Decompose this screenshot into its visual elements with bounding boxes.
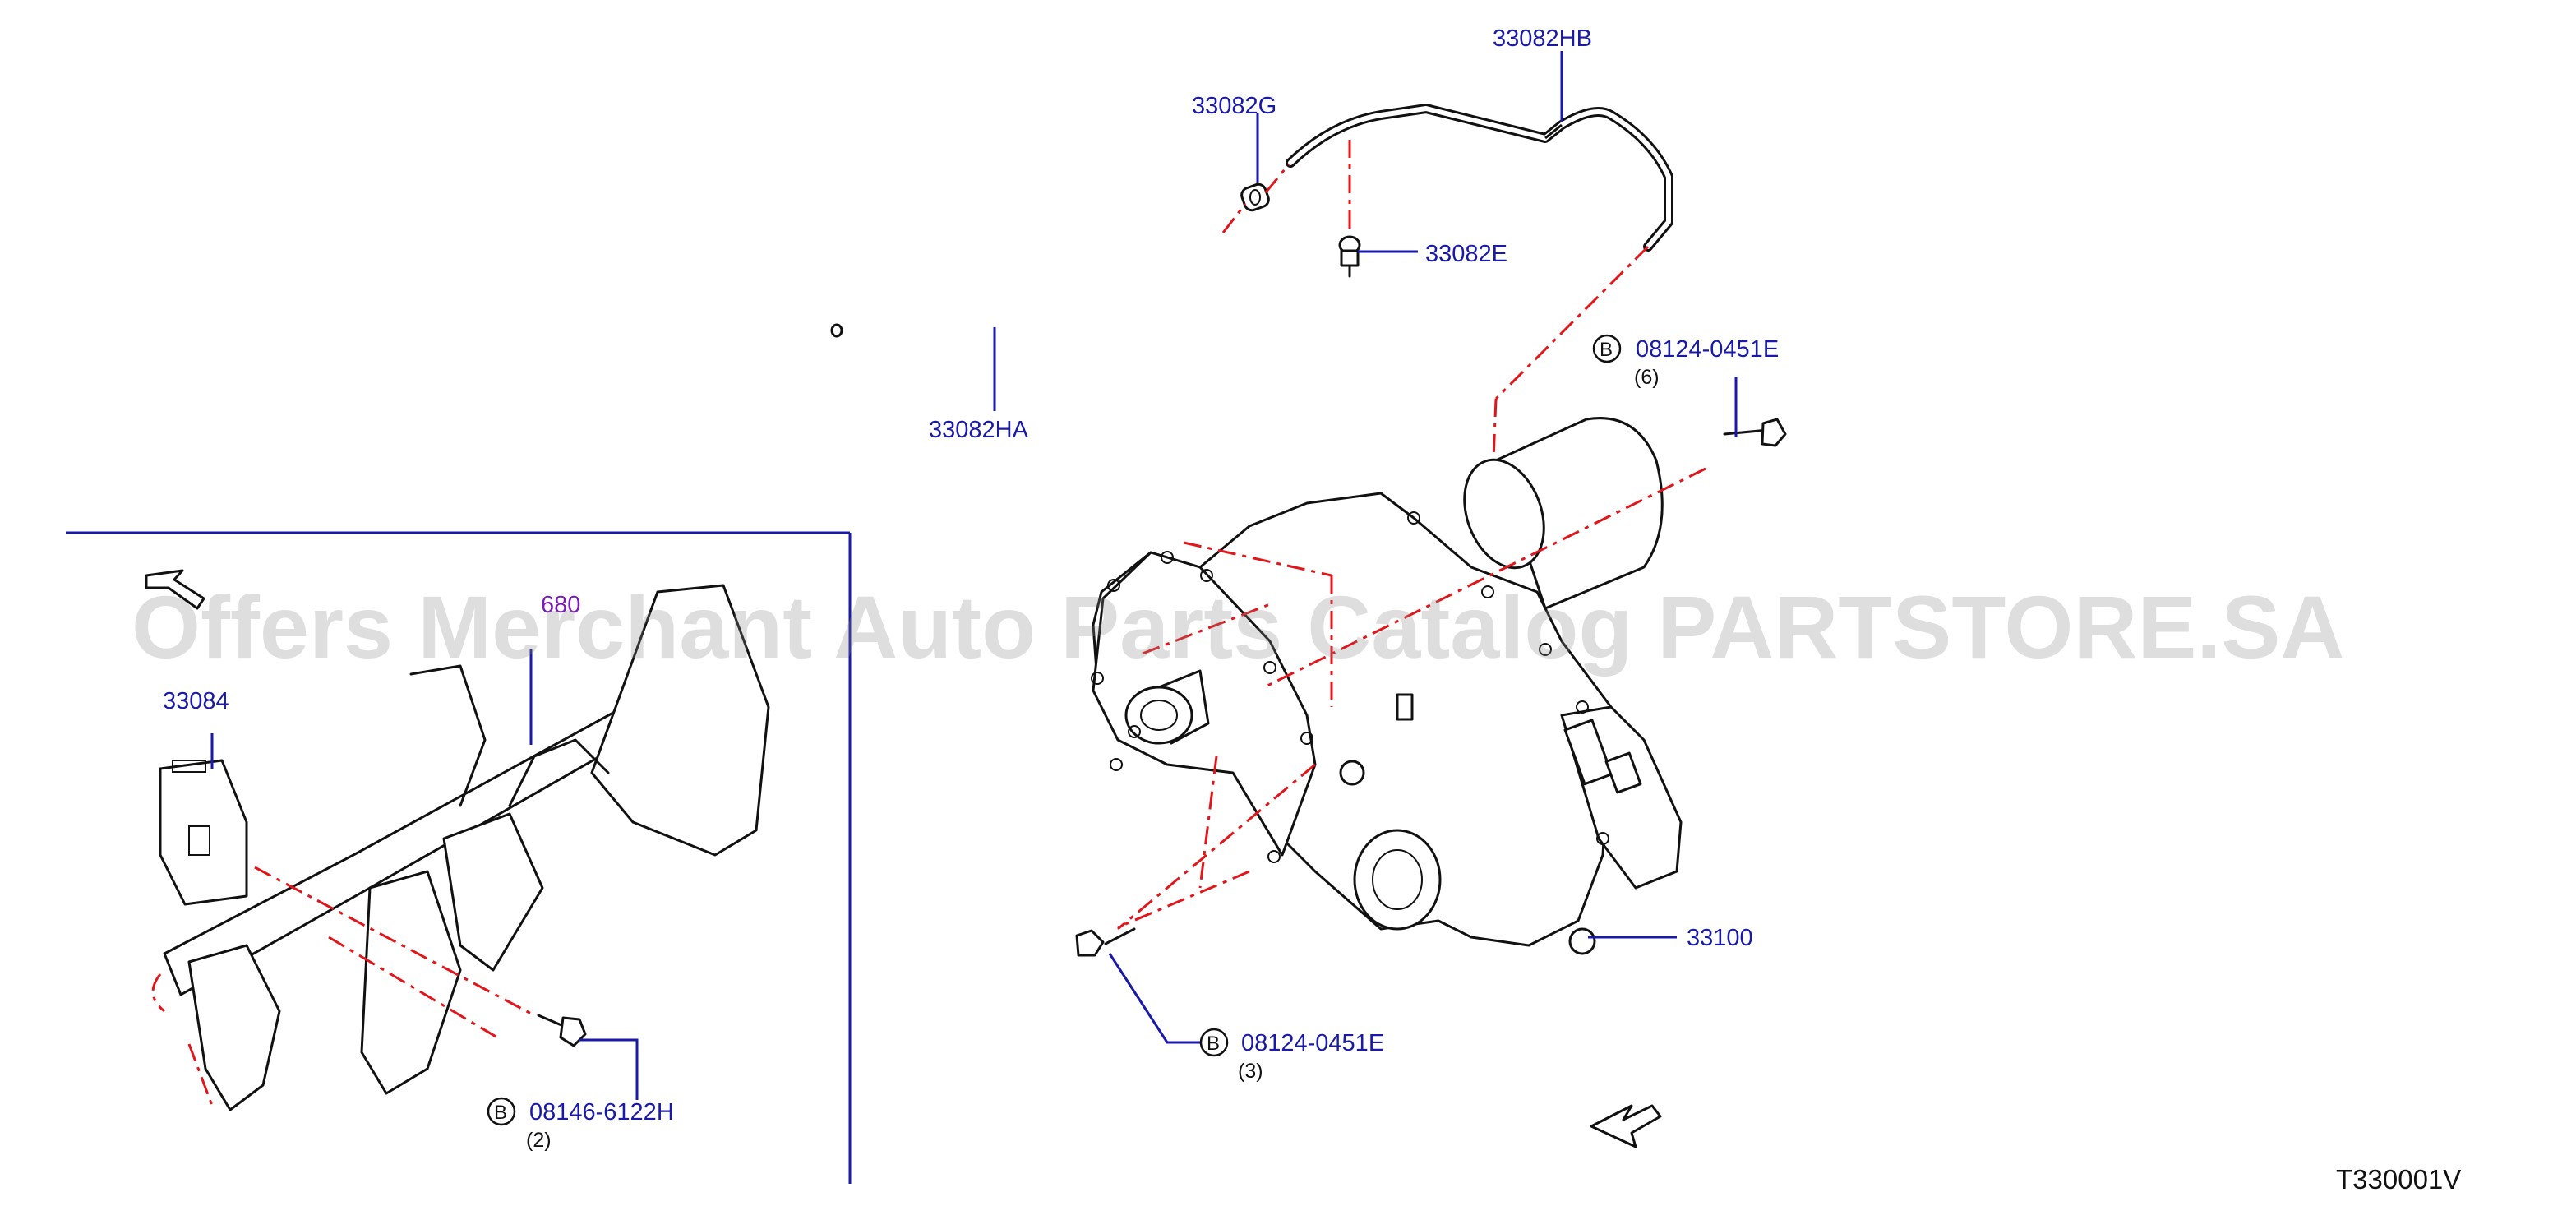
bolt-marker-icon <box>1592 334 1622 363</box>
bolt-08124-0451E-bottom <box>1075 927 1136 957</box>
label-33082G: 33082G <box>1192 93 1276 119</box>
leader-lines <box>210 51 1738 1100</box>
hose-clip-33082G <box>1240 183 1270 212</box>
watermark: Offers Merchant Auto Parts Catalog PARTS… <box>132 577 2344 677</box>
transfer-case-33100 <box>1091 417 1683 955</box>
section-ref-number: 680 <box>541 592 580 618</box>
bolt-marker-icon <box>1199 1028 1229 1057</box>
label-08124-0451E-top: 08124-0451E <box>1636 336 1779 363</box>
front-arrow-icon <box>1590 1104 1662 1148</box>
label-33082E: 33082E <box>1425 241 1507 267</box>
case-connection-lines <box>1117 467 1706 931</box>
label-33084: 33084 <box>163 688 229 714</box>
control-unit-33084 <box>159 759 248 906</box>
label-33100: 33100 <box>1687 925 1753 951</box>
bolt-marker-letter: B <box>1207 1033 1220 1055</box>
inset-connection-lines <box>254 866 535 1042</box>
part-labels: 33082HB 33082G 33082E 33082HA B 08124-04… <box>163 25 2461 1195</box>
label-08124-0451E-bottom: 08124-0451E <box>1241 1030 1384 1056</box>
label-33082HA: 33082HA <box>929 417 1029 443</box>
breather-cap-33082E <box>1338 235 1361 278</box>
label-33082HB: 33082HB <box>1493 25 1592 52</box>
breather-hose-33082HA <box>830 234 1215 353</box>
inset-frame <box>66 531 852 1184</box>
breather-hose-33082HB <box>1286 104 1673 252</box>
label-08146-6122H: 08146-6122H <box>529 1099 674 1125</box>
qty-08124-0451E-bottom: (3) <box>1238 1060 1263 1083</box>
bolt-08124-0451E-top <box>1723 418 1787 447</box>
steering-member-assembly <box>151 584 770 1111</box>
diagram-code: T330001V <box>2336 1164 2461 1195</box>
bolt-marker-letter: B <box>494 1102 507 1124</box>
bolt-08146-6122H <box>537 1014 587 1047</box>
bolt-marker-icon <box>487 1097 516 1126</box>
qty-08146-6122H: (2) <box>526 1129 552 1152</box>
front-arrow-icon-inset <box>145 569 205 610</box>
qty-08124-0451E-top: (6) <box>1634 366 1660 389</box>
bolt-marker-letter: B <box>1600 339 1613 361</box>
